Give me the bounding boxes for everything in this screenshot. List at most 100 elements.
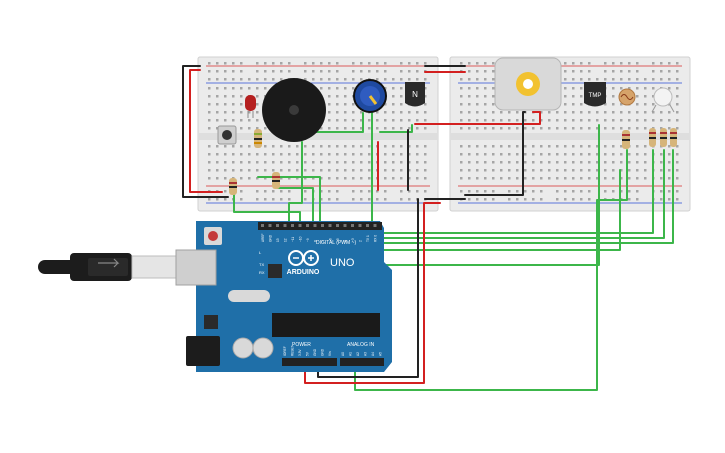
- breadboard-hole: [304, 153, 307, 156]
- breadboard-hole: [492, 127, 495, 130]
- breadboard-hole: [628, 62, 631, 65]
- breadboard-hole: [216, 103, 219, 106]
- breadboard-hole: [524, 190, 527, 193]
- breadboard-hole: [312, 70, 315, 73]
- resistor-5: [649, 128, 656, 147]
- breadboard-hole: [376, 62, 379, 65]
- breadboard-hole: [392, 111, 395, 114]
- breadboard-hole: [424, 111, 427, 114]
- resistor-6: [660, 128, 667, 147]
- breadboard-hole: [352, 169, 355, 172]
- breadboard-hole: [620, 169, 623, 172]
- breadboard-hole: [304, 78, 307, 81]
- breadboard-hole: [676, 177, 679, 180]
- breadboard-hole: [232, 62, 235, 65]
- breadboard-hole: [280, 70, 283, 73]
- breadboard-hole: [208, 111, 211, 114]
- breadboard-hole: [400, 87, 403, 90]
- breadboard-hole: [344, 145, 347, 148]
- breadboard-hole: [668, 103, 671, 106]
- breadboard-hole: [224, 153, 227, 156]
- breadboard-hole: [320, 87, 323, 90]
- breadboard-hole: [424, 119, 427, 122]
- breadboard-hole: [208, 62, 211, 65]
- pin-label: RX 0: [374, 235, 378, 242]
- breadboard-hole: [580, 153, 583, 156]
- breadboard-hole: [508, 161, 511, 164]
- breadboard-hole: [344, 177, 347, 180]
- breadboard-hole: [468, 198, 471, 201]
- arduino-model: UNO: [330, 257, 355, 269]
- breadboard-hole: [352, 62, 355, 65]
- breadboard-hole: [216, 95, 219, 98]
- breadboard-hole: [532, 177, 535, 180]
- wire-green-resistor: [275, 187, 314, 231]
- breadboard-hole: [668, 161, 671, 164]
- breadboard-hole: [344, 119, 347, 122]
- breadboard-hole: [588, 190, 591, 193]
- breadboard-hole: [612, 70, 615, 73]
- breadboard-hole: [596, 78, 599, 81]
- breadboard-hole: [508, 111, 511, 114]
- breadboard-hole: [572, 198, 575, 201]
- breadboard-hole: [256, 161, 259, 164]
- breadboard-hole: [392, 127, 395, 130]
- breadboard-hole: [384, 111, 387, 114]
- breadboard-hole: [484, 153, 487, 156]
- breadboard-hole: [416, 190, 419, 193]
- breadboard-hole: [424, 169, 427, 172]
- breadboard-hole: [612, 103, 615, 106]
- breadboard-hole: [400, 95, 403, 98]
- breadboard-hole: [248, 161, 251, 164]
- breadboard-hole: [484, 87, 487, 90]
- breadboard-hole: [516, 169, 519, 172]
- breadboard-hole: [240, 78, 243, 81]
- breadboard-hole: [232, 78, 235, 81]
- breadboard-hole: [256, 127, 259, 130]
- breadboard-hole: [636, 145, 639, 148]
- breadboard-hole: [240, 190, 243, 193]
- breadboard-hole: [484, 103, 487, 106]
- breadboard-hole: [644, 145, 647, 148]
- breadboard-hole: [604, 169, 607, 172]
- breadboard-hole: [588, 70, 591, 73]
- breadboard-hole: [612, 145, 615, 148]
- breadboard-hole: [408, 161, 411, 164]
- breadboard-hole: [248, 177, 251, 180]
- breadboard-hole: [564, 87, 567, 90]
- breadboard-hole: [580, 145, 583, 148]
- breadboard-hole: [344, 161, 347, 164]
- wire-red-5v: [304, 202, 431, 384]
- header-pin: [336, 224, 339, 227]
- breadboard-hole: [216, 87, 219, 90]
- header-pin: [366, 224, 369, 227]
- breadboard-hole: [416, 161, 419, 164]
- breadboard-hole: [352, 103, 355, 106]
- breadboard-hole: [556, 111, 559, 114]
- breadboard-hole: [604, 103, 607, 106]
- breadboard-hole: [400, 119, 403, 122]
- breadboard-hole: [628, 161, 631, 164]
- breadboard-hole: [484, 198, 487, 201]
- photoresistor: [618, 88, 636, 106]
- header-pin: [268, 224, 272, 227]
- breadboard-hole: [408, 198, 411, 201]
- breadboard-hole: [676, 95, 679, 98]
- breadboard-hole: [272, 169, 275, 172]
- breadboard-hole: [540, 190, 543, 193]
- breadboard-hole: [652, 78, 655, 81]
- breadboard-hole: [676, 190, 679, 193]
- breadboard-hole: [468, 190, 471, 193]
- breadboard-hole: [460, 119, 463, 122]
- breadboard-hole: [240, 70, 243, 73]
- breadboard-hole: [368, 70, 371, 73]
- breadboard-hole: [424, 161, 427, 164]
- breadboard-hole: [208, 87, 211, 90]
- breadboard-hole: [492, 161, 495, 164]
- breadboard-hole: [288, 169, 291, 172]
- arduino-logo: [288, 250, 319, 266]
- breadboard-hole: [532, 161, 535, 164]
- breadboard-hole: [264, 62, 267, 65]
- breadboard-hole: [336, 103, 339, 106]
